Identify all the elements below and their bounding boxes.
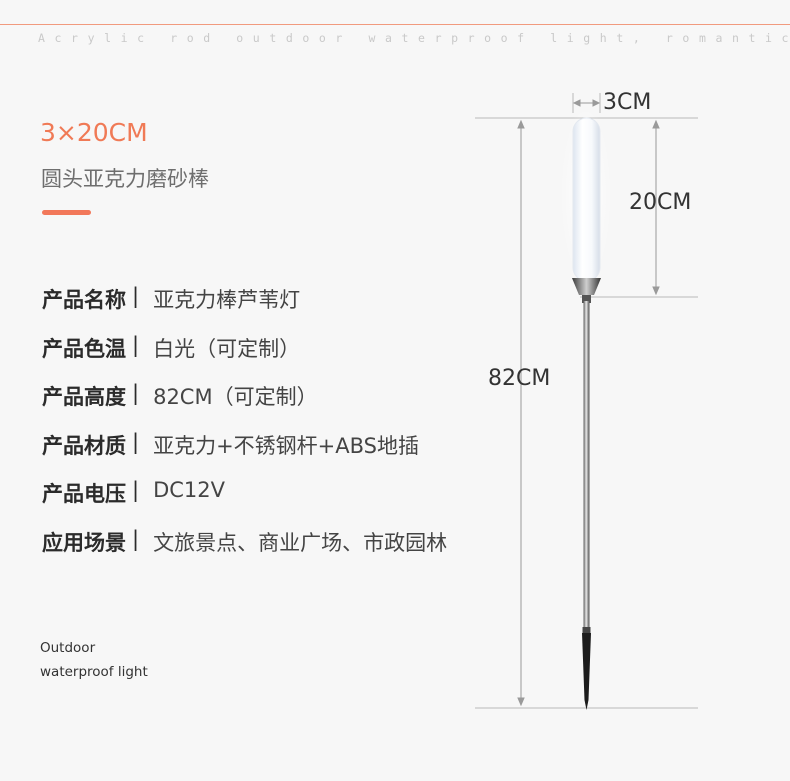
spec-label: 应用场景: [42, 530, 126, 555]
spec-row-material: 产品材质 | 亚克力+不锈钢杆+ABS地插: [42, 430, 447, 479]
spec-value: 亚克力棒芦苇灯: [153, 288, 301, 312]
spec-label: 产品材质: [42, 433, 126, 458]
total-height-dimension-label: 82CM: [488, 366, 551, 391]
spec-separator: |: [132, 526, 140, 551]
spec-separator: |: [132, 332, 140, 357]
spec-label: 产品高度: [42, 385, 126, 409]
header-tagline: Acrylic rod outdoor waterproof light, ro…: [38, 31, 790, 45]
lamp-illustration: [475, 93, 698, 710]
spec-value: DC12V: [153, 478, 225, 502]
product-size-title: 3×20CM: [40, 118, 148, 147]
spec-row-application: 应用场景 | 文旅景点、商业广场、市政园林: [42, 527, 447, 576]
spec-row-height: 产品高度 | 82CM（可定制）: [42, 381, 447, 430]
accent-underline: [42, 210, 91, 215]
spec-value: 文旅景点、商业广场、市政园林: [153, 530, 448, 555]
product-dimension-diagram: 3CM 20CM 82CM: [470, 85, 790, 725]
spec-row-voltage: 产品电压 | DC12V: [42, 478, 447, 527]
spec-separator: |: [132, 429, 140, 454]
top-divider-line: [0, 24, 790, 25]
spec-row-name: 产品名称 | 亚克力棒芦苇灯: [42, 284, 447, 333]
spec-label: 产品色温: [42, 336, 126, 361]
spec-separator: |: [132, 478, 140, 502]
spec-value: 白光（可定制）: [153, 336, 301, 361]
tube-height-dimension-label: 20CM: [629, 190, 692, 215]
spec-separator: |: [132, 284, 140, 308]
spec-separator: |: [132, 381, 140, 405]
footer-caption-line1: Outdoor: [40, 640, 96, 656]
spec-row-color-temp: 产品色温 | 白光（可定制）: [42, 333, 447, 382]
footer-caption-line2: waterproof light: [40, 664, 148, 680]
spec-label: 产品电压: [42, 482, 126, 506]
dimension-arrows: [517, 99, 660, 707]
spec-label: 产品名称: [42, 288, 126, 312]
spec-value: 82CM（可定制）: [153, 385, 318, 409]
product-subtitle: 圆头亚克力磨砂棒: [41, 167, 209, 191]
spec-list: 产品名称 | 亚克力棒芦苇灯 产品色温 | 白光（可定制） 产品高度 | 82C…: [42, 284, 447, 575]
lamp-body: [560, 105, 612, 710]
width-dimension-label: 3CM: [603, 90, 652, 115]
spec-value: 亚克力+不锈钢杆+ABS地插: [153, 433, 420, 458]
